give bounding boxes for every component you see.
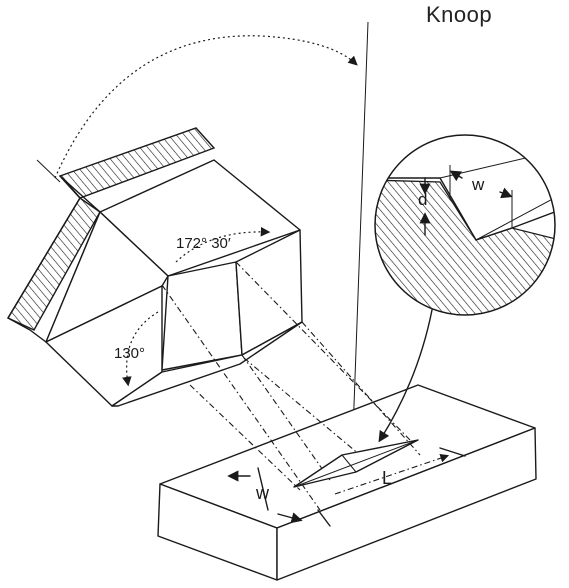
dimension-lines: [227, 447, 466, 527]
knoop-indenter: [6, 127, 303, 407]
detail-leader-arrow: [378, 309, 433, 443]
indentation-mark: [293, 439, 419, 488]
depth-label: d: [418, 190, 427, 209]
apex-angle-long-label: 172° 30′: [176, 235, 231, 252]
tilt-reference-line: [36, 159, 61, 183]
apex-angle-short-label: 130°: [114, 345, 145, 362]
width-label: w: [255, 483, 270, 503]
detail-width-label: w: [471, 175, 485, 194]
diagram-title: Knoop: [426, 2, 493, 27]
projection-lines: [161, 261, 421, 511]
specimen-block: [157, 384, 537, 581]
short-angle-arc: [122, 311, 159, 387]
long-angle-arc: [175, 226, 271, 263]
length-label: L: [382, 468, 392, 488]
vertical-axis: [351, 21, 369, 461]
rotation-arc: [54, 35, 358, 179]
detail-magnifier: [374, 134, 556, 316]
